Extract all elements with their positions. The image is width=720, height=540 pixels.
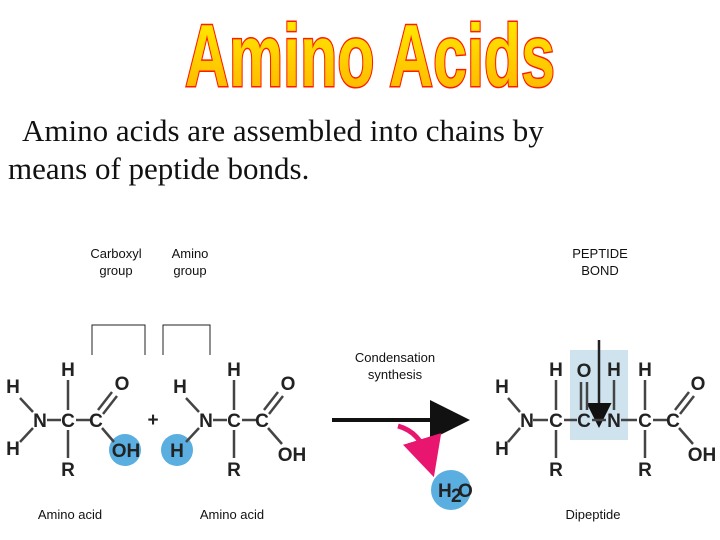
carboxyl-bracket [91,324,146,355]
amino-label-line1: Amino [171,246,209,261]
atom-H: H [607,360,621,381]
amino-bracket [162,324,211,355]
plus-sign: + [147,410,158,431]
atom-N: N [33,411,47,432]
peptide-label-line1: PEPTIDE [572,246,628,261]
amino-group-label: Amino group [160,245,220,279]
carboxyl-group-label: Carboxyl group [78,245,154,279]
carboxyl-label-line1: Carboxyl [90,246,142,261]
water-O: O [458,481,473,502]
atom-C: C [549,411,563,432]
water-molecule: H 2 O [431,470,473,510]
peptide-label-line2: BOND [581,263,619,278]
atom-OH: OH [278,445,307,466]
atom-H: H [61,360,75,381]
atom-C: C [227,411,241,432]
intro-text: Amino acids are assembled into chains by… [8,112,648,188]
hydroxyl-highlight [109,434,141,466]
water-arrow [397,423,442,478]
atom-N: N [607,411,621,432]
amino-acid-caption-right: Amino acid [200,507,264,522]
atom-C: C [255,411,269,432]
condensation-label-line1: Condensation [354,350,436,365]
atom-N: N [199,411,213,432]
amino-label-line2: group [173,263,207,278]
amino-acid-2: H H N C H R C O OH [161,360,306,481]
atom-H: H [549,360,563,381]
atom-C: C [61,411,75,432]
amino-acid-1: H H N C H R C O OH [6,360,141,481]
atom-H: H [6,377,20,398]
atom-H: H [6,439,20,460]
atom-R: R [638,460,652,481]
atom-H: H [227,360,241,381]
hydrogen-highlight [161,434,193,466]
page-title: Amino Acids [185,6,555,100]
atom-H: H [638,360,652,381]
water-highlight [431,470,471,510]
dipeptide: H H N C H R C O N H C H R C O OH [495,340,716,481]
atom-O: O [115,374,130,395]
atom-O: O [691,374,706,395]
water-subscript: 2 [451,486,462,507]
atom-O: O [281,374,296,395]
atom-C: C [89,411,103,432]
condensation-label: Condensation synthesis [340,349,450,383]
atom-H: H [173,377,187,398]
atom-R: R [549,460,563,481]
atom-R: R [61,460,75,481]
water-H: H [438,481,452,502]
amino-acid-caption-left: Amino acid [38,507,102,522]
intro-line-2: means of peptide bonds. [8,151,310,186]
atom-C: C [666,411,680,432]
atom-H: H [495,377,509,398]
atom-R: R [227,460,241,481]
atom-H: H [170,441,184,462]
atom-C: C [638,411,652,432]
atom-N: N [520,411,534,432]
condensation-label-line2: synthesis [367,367,423,382]
atom-C: C [577,411,591,432]
atom-H: H [495,439,509,460]
carboxyl-label-line2: group [99,263,133,278]
atom-OH: OH [112,441,141,462]
peptide-bond-label: PEPTIDE BOND [560,245,640,279]
reaction-diagram: H H N C H R C O OH + H H N C H R C O OH [6,324,716,522]
intro-line-1: Amino acids are assembled into chains by [22,113,544,148]
dipeptide-caption: Dipeptide [566,507,621,522]
atom-OH: OH [688,445,717,466]
title-art: Amino Acids [184,5,557,101]
atom-O: O [577,361,592,382]
